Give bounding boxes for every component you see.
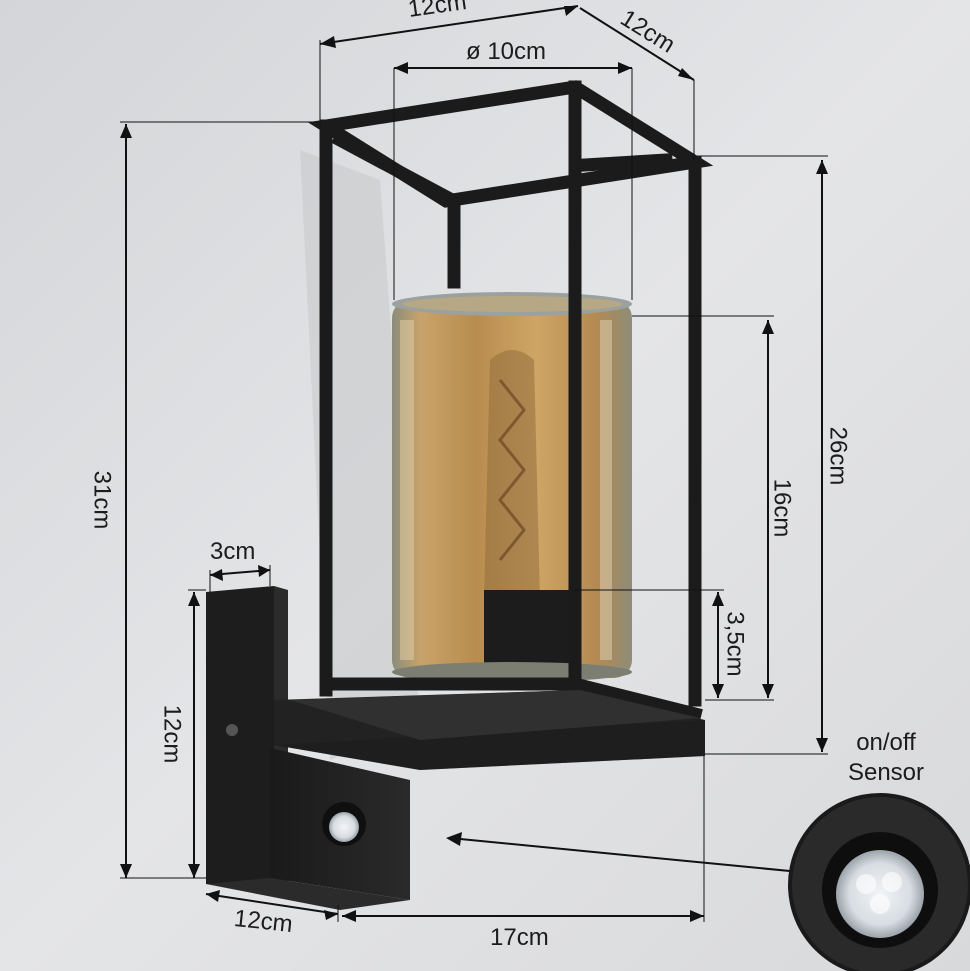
- dimension-label-base-thickness: 3cm: [210, 538, 256, 565]
- glass-shade: [392, 292, 632, 682]
- dimension-label-base-depth: 17cm: [490, 924, 549, 951]
- dimension-label-base-height: 12cm: [158, 704, 186, 764]
- dimension-label-socket-height: 3,5cm: [721, 611, 749, 677]
- dimension-label-base-width: 12cm: [232, 905, 294, 938]
- sensor-note: on/off Sensor: [826, 728, 946, 788]
- sensor-note-line1: on/off: [856, 729, 916, 756]
- lamp-base: [206, 586, 705, 910]
- dimension-label-glass-height: 16cm: [768, 478, 796, 538]
- lamp-cage: [307, 80, 714, 722]
- dimension-label-glass-diameter: ø 10cm: [466, 38, 547, 65]
- arrowheads: [120, 6, 828, 922]
- dimension-label-cage-height: 26cm: [824, 426, 852, 486]
- dimension-lines: [120, 5, 828, 922]
- sensor-note-line2: Sensor: [847, 759, 925, 786]
- sensor-closeup: [788, 793, 970, 971]
- dimension-label-total-height: 31cm: [88, 470, 116, 530]
